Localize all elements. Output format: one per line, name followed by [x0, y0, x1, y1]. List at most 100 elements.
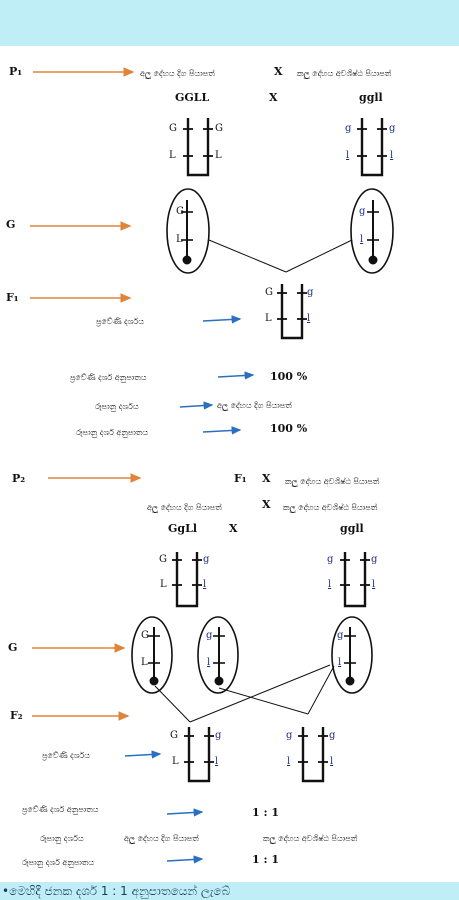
gamete-allele-L: L: [176, 234, 183, 245]
gamete-chromosome-gl: [367, 200, 379, 265]
phenotype-ratio-arrow-2: [166, 855, 204, 864]
chromosome-pair-ggll-f2: [298, 727, 328, 783]
genotype-ratio-value-2: 1 : 1: [252, 806, 280, 819]
p2-allele-l: l: [372, 579, 376, 590]
gamete2-allele-G: G: [141, 630, 149, 641]
p2-label: P₂: [12, 472, 26, 485]
allele-G: G: [169, 123, 177, 134]
fusion-line-right: [285, 239, 353, 273]
f1-allele-G: G: [265, 287, 273, 298]
f2-allele-l: l: [330, 756, 334, 767]
chromosome-pair-GgLl-f2: [184, 727, 214, 783]
fusion-line-left: [208, 239, 287, 273]
genotype-ratio-label-2: ප්‍රවේණි දර්ශ අනුපාතය: [22, 805, 99, 814]
allele-G: G: [215, 123, 223, 134]
g1-label: G: [6, 218, 16, 231]
gamete-chromosome-gl-2: [213, 627, 225, 686]
p2-parent-left-trait: අලු දේහය දිග පියාපත්: [147, 503, 222, 512]
genotype-ratio-label-1: ප්‍රවේණි දර්ශ අනුපාතය: [70, 373, 147, 382]
gamete-oval-GL: [166, 188, 210, 274]
allele-L: L: [215, 150, 222, 161]
p2-allele-l: l: [328, 579, 332, 590]
phenotype-value-1: අලු දේහය දිග පියාපත්: [217, 401, 292, 410]
phenotype-ratio-label-1: රූපානු දර්ශ අනුපාතය: [76, 428, 149, 437]
genotype-ratio-arrow-2: [166, 808, 204, 817]
p2-parent-right-trait-2: කලු දේහය අවශිෂ්ඨ පියාපත්: [283, 503, 378, 512]
p2-allele-L: L: [160, 579, 167, 590]
chromosome-pair-ggll: [357, 118, 387, 177]
phenotype-label-1: රූපානු දර්ශය: [95, 402, 139, 411]
f1-allele-L: L: [265, 313, 272, 324]
gamete-allele-G: G: [176, 206, 184, 217]
p1-cross-sign-2: X: [269, 91, 278, 104]
chromosome-pair-GgLl-p2: [172, 552, 202, 608]
f2-allele-l: l: [215, 756, 219, 767]
p1-label: P₁: [9, 65, 23, 78]
phenotype-ratio-value-1: 100 %: [270, 422, 308, 435]
f1-label: F₁: [6, 291, 19, 304]
allele-g: g: [389, 123, 396, 134]
p1-parent-left-trait: අලු දේහය දිග පියාපත්: [140, 69, 215, 78]
gamete-oval-gl-3: [331, 616, 373, 694]
gamete3-allele-g: g: [337, 630, 344, 641]
p1-cross-sign: X: [274, 65, 283, 78]
genotype-label-2: ප්‍රවේණි දර්ශය: [42, 751, 90, 760]
phenotype-left-2: අලු දේහය දිග පියාපත්: [124, 834, 199, 843]
gamete-allele-g: g: [359, 206, 366, 217]
gamete-oval-gl-2: [197, 616, 239, 694]
p1-genotype-right: ggll: [359, 91, 383, 104]
footer-note: •මෙහිදී ජනක දර්ශ 1 : 1 අනුපාතයෙන් ලැබේ: [0, 882, 459, 900]
p2-allele-l: l: [203, 579, 207, 590]
genotype-ratio-arrow-1: [217, 371, 255, 380]
gamete-chromosome-GL-2: [148, 627, 160, 686]
p2-allele-G: G: [159, 554, 167, 565]
gamete2-allele-l: l: [207, 657, 211, 668]
p1-parent-right-trait: කලු දේහය අවශිෂ්ඨ පියාපත්: [297, 69, 392, 78]
gamete-oval-gl: [350, 188, 394, 274]
allele-l: l: [390, 150, 394, 161]
f2-allele-g: g: [329, 730, 336, 741]
f2-allele-l: l: [287, 756, 291, 767]
chromosome-pair-ggll-p2: [340, 552, 370, 608]
phenotype-ratio-value-2: 1 : 1: [252, 853, 280, 866]
gamete-allele-l: l: [360, 234, 364, 245]
f2-allele-L: L: [172, 756, 179, 767]
p2-allele-g: g: [371, 554, 378, 565]
p2-genotype-left: GgLl: [168, 522, 197, 535]
p2-parent-right-trait: කලු දේහය අවශිෂ්ඨ පියාපත්: [285, 477, 380, 486]
f1-allele-g: g: [307, 287, 314, 298]
gamete-oval-GL-2: [131, 616, 173, 694]
phenotype-arrow-1: [179, 401, 214, 410]
g2-label: G: [8, 641, 18, 654]
genotype-label-1: ප්‍රවේණි දර්ශය: [96, 317, 144, 326]
chromosome-pair-GGLL: [183, 118, 213, 177]
genotype-ratio-value-1: 100 %: [270, 370, 308, 383]
p2-f1-ref: F₁: [234, 472, 247, 485]
phenotype-right-2: කලු දේහය අවශිෂ්ඨ පියාපත්: [263, 834, 358, 843]
gamete2-allele-g: g: [206, 630, 213, 641]
f2-label: F₂: [10, 709, 23, 722]
f2-allele-g: g: [215, 730, 222, 741]
p2-cross-sign-3: X: [229, 522, 238, 535]
allele-l: l: [346, 150, 350, 161]
gamete3-allele-l: l: [338, 657, 342, 668]
chromosome-pair-GgLl-f1: [277, 284, 307, 340]
p1-genotype-left: GGLL: [175, 91, 210, 104]
fusion-lines-2: [154, 664, 335, 723]
genotype-arrow-1: [202, 315, 242, 324]
phenotype-ratio-arrow-1: [202, 426, 242, 435]
allele-L: L: [169, 150, 176, 161]
header-band: [0, 0, 459, 46]
p2-genotype-right: ggll: [340, 522, 364, 535]
gamete-chromosome-GL: [181, 200, 193, 265]
p2-allele-g: g: [203, 554, 210, 565]
genotype-arrow-2: [124, 750, 162, 759]
gamete-chromosome-gl-3: [344, 627, 356, 686]
phenotype-ratio-label-2: රූපානු දර්ශ අනුපාතය: [22, 858, 95, 867]
p2-cross-sign-2: X: [262, 498, 271, 511]
f2-allele-G: G: [170, 730, 178, 741]
f1-allele-l: l: [307, 313, 311, 324]
p2-allele-g: g: [327, 554, 334, 565]
p2-cross-sign: X: [262, 472, 271, 485]
